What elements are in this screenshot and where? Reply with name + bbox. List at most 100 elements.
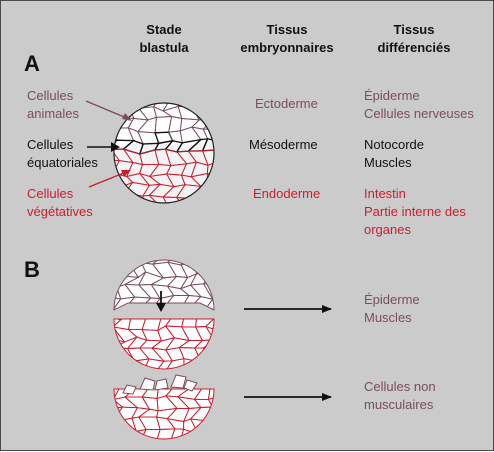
cell: [205, 441, 224, 452]
cell: [103, 373, 119, 385]
cell: [111, 193, 132, 205]
label-vegetal-line1: Cellules: [27, 185, 93, 203]
cell: [217, 337, 243, 351]
label-ecto-tissues: Épiderme Cellules nerveuses: [364, 87, 474, 123]
cell: [216, 119, 237, 131]
cell: [215, 219, 239, 230]
cell: [192, 362, 211, 371]
label-b-result-2: Cellules non musculaires: [364, 378, 436, 414]
cell: [216, 129, 239, 143]
label-meso-tissues: Notocorde Muscles: [364, 136, 424, 172]
header-stage: Stade blastula: [99, 21, 229, 57]
cell: [151, 204, 169, 221]
header-embryonic-line2: embryonnaires: [222, 39, 352, 57]
cell: [158, 369, 176, 381]
label-b-muscles: Muscles: [364, 309, 420, 327]
cell: [100, 128, 116, 143]
cell: [102, 187, 121, 196]
cell: [194, 205, 211, 218]
label-mesoderm: Mésoderme: [249, 136, 318, 154]
cell: [216, 295, 238, 309]
cell: [217, 350, 238, 363]
cell: [119, 431, 137, 443]
arrow-animal: [86, 101, 132, 121]
label-notochord: Notocorde: [364, 136, 424, 154]
cell: [204, 272, 227, 285]
cell: [216, 94, 234, 110]
cell: [128, 251, 147, 263]
cell: [202, 204, 224, 219]
header-embryonic: Tissus embryonnaires: [222, 21, 352, 57]
cell: [151, 219, 170, 231]
cell: [219, 252, 238, 262]
cell: [126, 305, 147, 318]
cell: [221, 390, 240, 398]
cell: [141, 204, 158, 219]
label-muscles: Muscles: [364, 154, 424, 172]
cell: [103, 205, 117, 217]
cell: [156, 441, 175, 452]
label-intestine: Intestin: [364, 185, 466, 203]
cell: [191, 429, 213, 444]
panel-label-b: B: [24, 259, 40, 281]
header-differentiated-line2: différenciés: [349, 39, 479, 57]
label-equatorial-cells: Cellules équatoriales: [27, 136, 98, 172]
cell: [221, 370, 239, 385]
cell: [207, 174, 224, 189]
cell: [219, 261, 237, 278]
cell: [221, 396, 239, 412]
cell: [168, 221, 188, 231]
cell: [125, 206, 145, 219]
cell: [104, 422, 120, 431]
cell: [178, 218, 197, 230]
label-inner-organs-2: organes: [364, 221, 466, 239]
label-equatorial-line2: équatoriales: [27, 154, 98, 172]
cell: [168, 207, 184, 220]
cell: [215, 204, 234, 221]
cell: [154, 307, 177, 321]
cell: [218, 325, 242, 341]
header-stage-line2: blastula: [99, 39, 229, 57]
cell: [103, 274, 121, 288]
cell: [202, 216, 222, 229]
cell: [220, 417, 238, 434]
cell: [102, 440, 121, 452]
label-epiderm: Épiderme: [364, 87, 474, 105]
cell: [205, 184, 224, 195]
cell: [220, 183, 238, 196]
cell: [221, 319, 236, 333]
cell: [116, 251, 132, 262]
cell: [220, 194, 234, 208]
cell: [202, 95, 224, 110]
cell: [218, 382, 239, 392]
label-nerve-cells: Cellules nerveuses: [364, 105, 474, 123]
cell: [205, 429, 226, 441]
cell: [111, 96, 133, 108]
label-vegetal-line2: végétatives: [27, 203, 93, 221]
cell: [203, 251, 223, 264]
cell: [205, 194, 223, 205]
cell: [130, 97, 143, 108]
cell: [194, 216, 212, 229]
cell: [209, 371, 224, 384]
cell: [114, 205, 133, 217]
cell: [220, 142, 239, 150]
cell: [193, 251, 211, 264]
cell: [102, 348, 124, 364]
cell: [178, 205, 201, 221]
label-vegetal-cells: Cellules végétatives: [27, 185, 93, 221]
label-endo-tissues: Intestin Partie interne des organes: [364, 185, 466, 239]
cell: [220, 149, 235, 162]
cell: [181, 440, 203, 452]
cell: [218, 175, 239, 188]
header-stage-line1: Stade: [99, 21, 229, 39]
cell: [191, 441, 210, 452]
cell: [217, 432, 237, 444]
cell: [125, 216, 148, 230]
cell: [216, 107, 236, 121]
cell: [119, 440, 134, 452]
label-b-result-1: Épiderme Muscles: [364, 291, 420, 327]
cell: [209, 363, 228, 375]
cell: [217, 441, 240, 452]
cell: [181, 251, 203, 266]
